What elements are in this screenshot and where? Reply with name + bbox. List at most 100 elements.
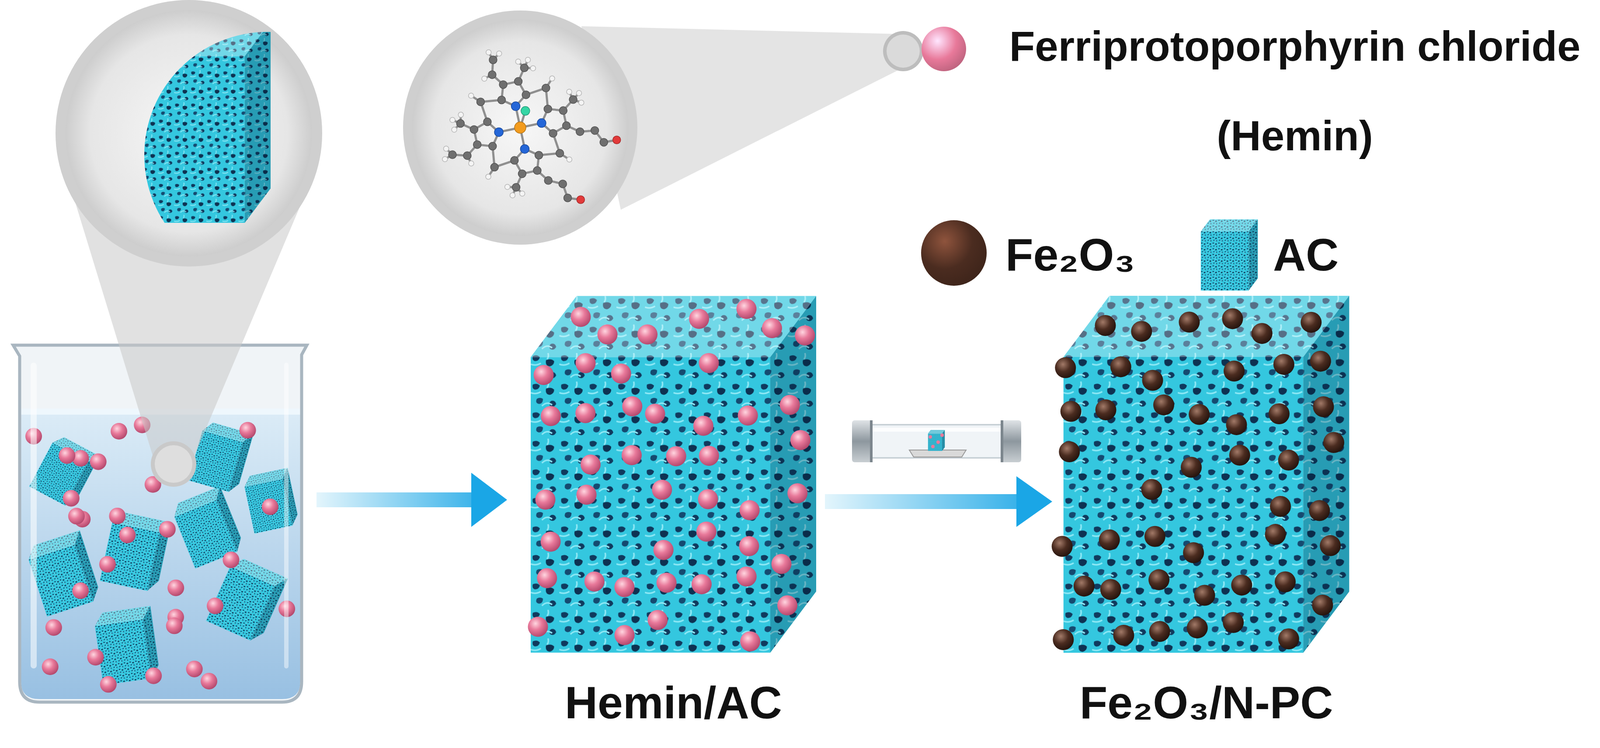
particle-sphere xyxy=(1265,524,1287,546)
atom xyxy=(488,142,497,151)
particle-sphere xyxy=(611,363,632,384)
particle-sphere xyxy=(651,480,672,501)
particle-sphere xyxy=(58,447,76,465)
legend-cube-icon xyxy=(1200,219,1258,291)
particle-sphere xyxy=(222,551,240,569)
particle-sphere xyxy=(1180,456,1202,478)
sample-label: Hemin/AC xyxy=(521,677,825,730)
process-arrow xyxy=(471,473,508,528)
atom xyxy=(458,112,464,118)
particle-sphere xyxy=(761,318,783,339)
tube-furnace xyxy=(931,445,935,449)
particle-sphere xyxy=(145,667,162,685)
particle-sphere xyxy=(72,450,89,467)
particle-sphere xyxy=(1222,612,1244,634)
sample-label: Fe₂O₃/N-PC xyxy=(1052,677,1361,730)
carbon-cube xyxy=(99,510,171,594)
atom xyxy=(468,160,474,167)
atom xyxy=(448,150,457,159)
particle-sphere xyxy=(535,489,556,510)
atom xyxy=(512,183,521,192)
particle-sphere xyxy=(1278,449,1300,471)
particle-sphere xyxy=(696,521,717,543)
atom xyxy=(469,125,478,134)
particle-sphere xyxy=(1099,529,1120,551)
particle-sphere xyxy=(108,507,126,525)
atom xyxy=(566,156,572,163)
particle-sphere xyxy=(68,507,85,525)
particle-sphere xyxy=(575,403,596,424)
magnifier xyxy=(403,10,924,245)
atom xyxy=(530,65,536,71)
tube-furnace xyxy=(936,440,940,445)
arrow-head xyxy=(1016,476,1053,528)
particle-sphere xyxy=(794,325,815,346)
particle-sphere xyxy=(1094,315,1116,337)
atom xyxy=(591,126,599,135)
particle-sphere xyxy=(1310,351,1332,373)
atom xyxy=(481,76,487,82)
particle-sphere xyxy=(698,353,719,374)
legend-entry: Fe₂O₃ xyxy=(1005,229,1136,282)
particle-sphere xyxy=(738,536,759,557)
particle-sphere xyxy=(580,454,601,475)
atom xyxy=(518,170,526,178)
magnifier xyxy=(55,0,323,267)
atom xyxy=(510,156,519,165)
carbon-cube xyxy=(1063,295,1350,654)
arrow-shaft xyxy=(824,494,1021,510)
atom xyxy=(525,57,531,63)
atom xyxy=(489,55,498,64)
particle-sphere xyxy=(1268,403,1290,425)
particle-sphere xyxy=(62,490,80,507)
particle-sphere xyxy=(1113,625,1134,647)
carbon-cube xyxy=(242,467,300,534)
atom xyxy=(521,90,530,99)
atom xyxy=(509,192,515,199)
carbon-cube xyxy=(530,295,817,653)
atom xyxy=(535,151,543,160)
atom xyxy=(488,70,497,79)
sample-node: Fe₂O₃/N-PC xyxy=(1052,295,1361,730)
tube-furnace xyxy=(909,450,967,458)
legend-entry: AC xyxy=(1273,229,1339,282)
legend-swatch xyxy=(921,26,967,72)
particle-sphere xyxy=(1110,356,1132,378)
magnifier xyxy=(109,21,271,223)
atom xyxy=(520,63,529,72)
particle-sphere xyxy=(570,306,591,327)
particle-sphere xyxy=(1130,320,1152,342)
atom xyxy=(569,95,578,104)
tube-furnace xyxy=(852,420,873,463)
particle-sphere xyxy=(736,299,757,320)
particle-sphere xyxy=(736,566,757,588)
particle-sphere xyxy=(647,610,668,631)
atom xyxy=(519,191,526,197)
particle-sphere xyxy=(540,532,561,553)
atom xyxy=(559,106,567,115)
tube-furnace xyxy=(869,424,1004,459)
atom xyxy=(483,118,492,126)
particle-sphere xyxy=(1312,396,1334,418)
atom xyxy=(486,49,492,56)
beaker xyxy=(284,362,289,669)
particle-sphere xyxy=(693,416,714,437)
atom xyxy=(558,180,567,188)
atom xyxy=(490,163,499,172)
particle-sphere xyxy=(118,527,136,544)
particle-sphere xyxy=(777,595,798,616)
process-arrow xyxy=(316,492,474,508)
particle-sphere xyxy=(527,616,548,637)
particle-sphere xyxy=(1231,574,1253,596)
particle-sphere xyxy=(1060,400,1082,422)
particle-sphere xyxy=(645,403,666,425)
atom xyxy=(520,144,529,154)
particle-sphere xyxy=(1269,496,1291,518)
particle-sphere xyxy=(787,483,808,504)
tube-furnace xyxy=(940,433,944,438)
atom xyxy=(476,97,485,106)
process-arrow xyxy=(824,476,1053,528)
legend-label: Ferriprotoporphyrin chloride (Hemin) xyxy=(997,1,1593,181)
